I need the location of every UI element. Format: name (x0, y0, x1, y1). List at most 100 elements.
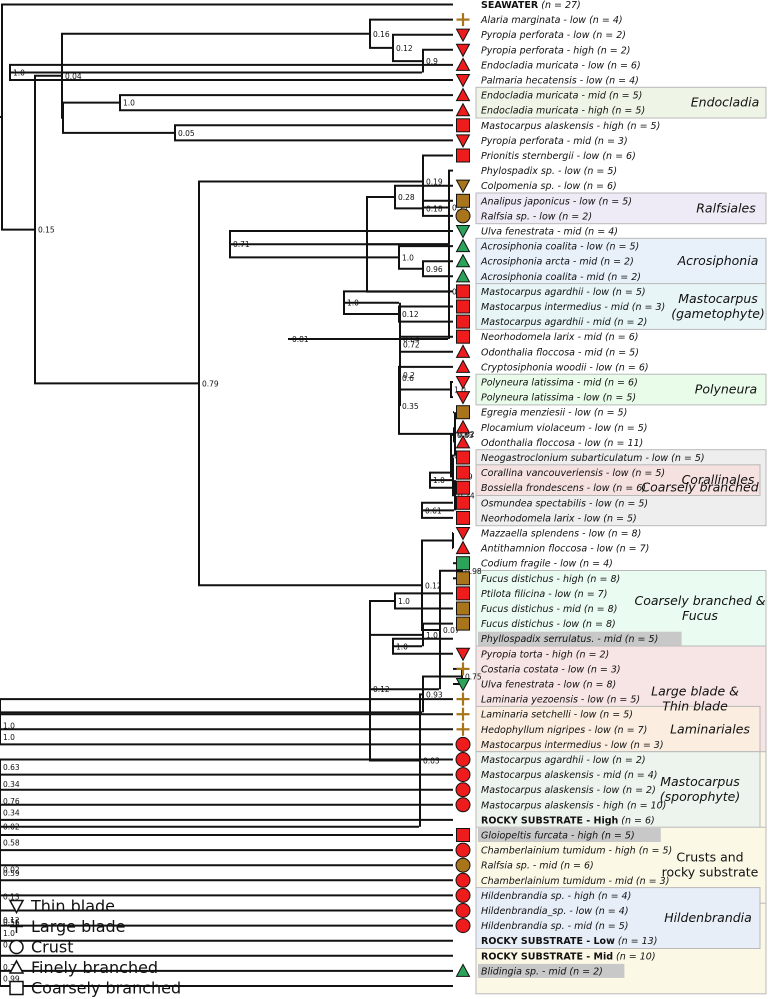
group-boxes (475, 86, 767, 995)
bootstrap-value: 0.04 (65, 72, 82, 81)
bootstrap-value: 0.05 (178, 129, 195, 138)
leaf-label: Costaria costata - low (n = 3) (481, 664, 621, 675)
bootstrap-value: 0.15 (38, 226, 55, 235)
leaf-label: Acrosiphonia arcta - mid (n = 2) (480, 257, 634, 268)
coarsely-branched-icon (456, 556, 470, 571)
bootstrap-value: 0.99 (3, 974, 20, 983)
bootstrap-value: 0.9 (426, 57, 438, 66)
leaf-label: Alaria marginata - low (n = 4) (480, 15, 623, 26)
leaf-label: Laminaria setchelli - low (n = 5) (481, 710, 633, 721)
group-label: Endocladia (691, 95, 759, 110)
coarsely-branched-icon (456, 480, 470, 495)
coarsely-branched-icon (456, 299, 470, 314)
leaf-label: Ralfsia sp. - low (n = 2) (481, 211, 592, 222)
bootstrap-value: 0.34 (3, 780, 20, 789)
leaf-label: ROCKY SUBSTRATE - High (n = 6) (481, 815, 655, 826)
leaf-label: Codium fragile - low (n = 4) (481, 559, 613, 570)
bootstrap-value: 0.76 (3, 797, 20, 806)
leaf-label: Hildenbrandia_sp. - low (n = 4) (481, 906, 629, 917)
leaf-label: Polyneura latissima - mid (n = 6) (481, 378, 638, 389)
bootstrap-value: 0.98 (465, 567, 482, 576)
group-label: Mastocarpus(gametophyte) (671, 291, 765, 321)
coarsely-branched-icon (456, 601, 470, 616)
thin-blade-icon (455, 224, 471, 239)
leaf-label: Laminaria yezoensis - low (n = 5) (481, 695, 640, 706)
crust-icon (455, 797, 471, 813)
leaf-label: Acrosiphonia coalita - mid (n = 2) (480, 272, 641, 283)
bootstrap-value: 0.63 (3, 763, 20, 772)
leaf-label: Pyropia torta - high (n = 2) (481, 649, 609, 660)
bootstrap-value: 0.12 (396, 44, 413, 53)
leaf-label: Prionitis sternbergii - low (n = 6) (481, 151, 636, 162)
bootstrap-value: 1.0 (398, 597, 410, 606)
bootstrap-value: 0.93 (426, 690, 443, 699)
finely-branched-icon (455, 87, 471, 102)
finely-branched-icon (455, 434, 471, 449)
bootstrap-value: 0.71 (233, 240, 250, 249)
legend-crust-icon (9, 939, 24, 955)
bootstrap-value: 0.02 (3, 823, 20, 832)
group-labels: EndocladiaRalfsialesAcrosiphoniaMastocar… (634, 95, 765, 925)
thin-blade-icon (455, 43, 471, 58)
leaf-label: Phylospadix sp. - low (n = 5) (481, 166, 617, 177)
group-box (475, 464, 761, 496)
leaf-label: Mastocarpus agardhii - low (n = 5) (481, 287, 646, 298)
leaf-label: Odonthalia floccosa - mid (n = 5) (481, 347, 639, 358)
bootstrap-value: 1.0 (3, 733, 15, 742)
bootstrap-value: 0.02 (3, 865, 20, 874)
leaf-label: Corallina vancouveriensis - low (n = 5) (481, 468, 665, 479)
bootstrap-value: 0.62 (458, 430, 475, 439)
finely-branched-icon (455, 253, 471, 268)
leaf-label: Hildenbrandia sp. - high (n = 4) (481, 891, 631, 902)
leaf-label: Analipus japonicus - low (n = 5) (480, 196, 632, 207)
legend-label: Coarsely branched (31, 979, 181, 998)
leaf-label: Fucus distichus - mid (n = 8) (481, 604, 617, 615)
label-highlights (478, 631, 682, 978)
crust-icon (455, 208, 471, 224)
legend-coarsely-branched-icon (9, 980, 24, 996)
legend-label: Thin blade (30, 897, 115, 916)
leaf-label: SEAWATER (n = 27) (481, 0, 581, 11)
leaf-label: Neorhodomela larix - low (n = 5) (481, 513, 637, 524)
group-box (475, 283, 767, 330)
bootstrap-value: 0.2 (403, 371, 415, 380)
bootstrap-value: 0.6 (402, 374, 414, 383)
group-label: Hildenbrandia (664, 910, 752, 925)
leaf-label: Osmundea spectabilis - low (n = 5) (481, 498, 648, 509)
crust-icon (455, 872, 471, 888)
bootstrap-value: 0.03 (423, 757, 440, 766)
finely-branched-icon (455, 238, 471, 253)
bootstrap-value: 0.79 (202, 379, 219, 388)
coarsely-branched-icon (456, 586, 470, 601)
leaf-label: ROCKY SUBSTRATE - Mid (n = 10) (481, 951, 656, 962)
leaf-label: Mastocarpus alaskensis - high (n = 10) (481, 800, 666, 811)
legend-large-blade-icon (10, 920, 23, 933)
bootstrap-value: 1.0 (3, 929, 15, 938)
thin-blade-icon (455, 391, 471, 405)
bootstrap-value: 1.0 (347, 299, 359, 308)
leaf-label: Polyneura latissima - low (n = 5) (481, 393, 636, 404)
bootstrap-value: 1.0 (454, 386, 466, 395)
finely-branched-icon (455, 57, 471, 71)
group-label: Ralfsiales (696, 200, 756, 215)
bootstrap-value: 0.21 (452, 203, 469, 212)
leaf-label: Endocladia muricata - low (n = 6) (481, 60, 641, 71)
leaf-label: Mastocarpus intermedius - low (n = 3) (481, 740, 664, 751)
leaf-label: Egregia menziesii - low (n = 5) (481, 408, 627, 419)
label-highlight (478, 631, 682, 646)
leaf-label: Phyllospadix serrulatus. - mid (n = 5) (481, 634, 658, 645)
leaf-label: Mastocarpus alaskensis - high (n = 5) (481, 121, 660, 132)
thin-blade-icon (455, 526, 471, 541)
coarsely-branched-icon (456, 571, 470, 586)
thin-blade-icon (455, 179, 471, 194)
label-highlight (478, 963, 625, 978)
group-box (475, 887, 761, 949)
legend-label: Crust (31, 938, 74, 957)
leaf-label: Pyropia perforata - low (n = 2) (481, 30, 626, 41)
bootstrap-value: 0.16 (373, 30, 390, 39)
leaf-label: Palmaria hecatensis - low (n = 4) (481, 76, 639, 87)
group-box (475, 373, 767, 406)
bootstrap-value: 1.0 (433, 476, 445, 485)
leaf-label: Hildenbrandia sp. - mid (n = 5) (481, 921, 629, 932)
group-label: Polyneura (695, 382, 757, 397)
